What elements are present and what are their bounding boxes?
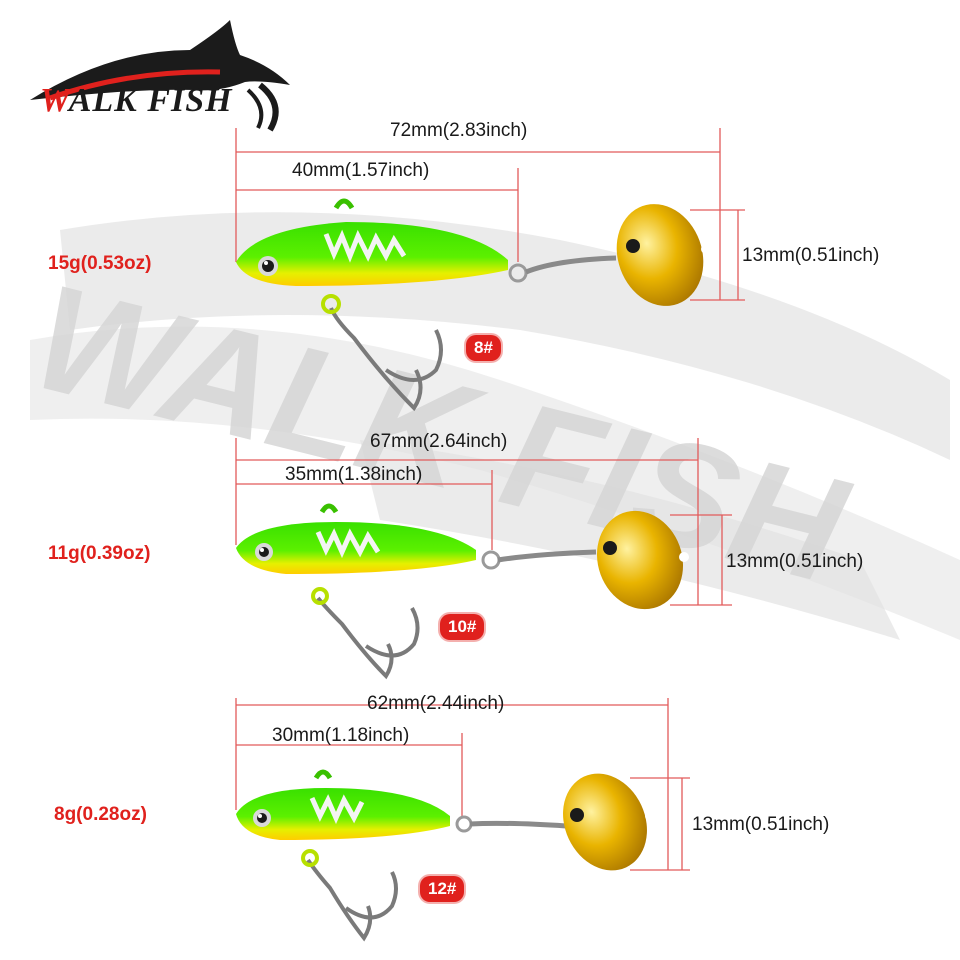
dimension-lines-3 (235, 698, 690, 871)
lure-2-body-length: 35mm(1.38inch) (285, 464, 423, 485)
lure-3-weight: 8g(0.28oz) (54, 804, 147, 825)
lure-2 (236, 503, 597, 680)
lure-3-total-length: 62mm(2.44inch) (367, 693, 505, 714)
lure-1-hook-size-badge: 8# (466, 335, 501, 361)
dimension-lines-2 (235, 438, 732, 606)
lure-1-total-length: 72mm(2.83inch) (390, 120, 528, 141)
lure-2-total-length: 67mm(2.64inch) (370, 431, 508, 452)
spinner-blade-2 (596, 510, 684, 610)
lure-2-blade-height: 13mm(0.51inch) (726, 551, 864, 572)
lure-1 (236, 198, 617, 412)
lure-1-weight: 15g(0.53oz) (48, 253, 152, 274)
lure-3-hook-size-badge: 12# (420, 876, 465, 902)
lure-2-weight: 11g(0.39oz) (48, 543, 151, 564)
shark-logo-icon (30, 20, 290, 132)
lure-2-hook-size-badge: 10# (440, 614, 485, 640)
spinner-blade-3 (563, 773, 647, 871)
brand-first-letter: W (40, 82, 69, 119)
lure-3-body-length: 30mm(1.18inch) (272, 725, 410, 746)
lure-3-blade-height: 13mm(0.51inch) (692, 814, 830, 835)
lure-3 (236, 769, 567, 942)
brand-rest: ALK FISH (68, 82, 233, 119)
dimension-lines-1 (235, 128, 745, 301)
lure-1-body-length: 40mm(1.57inch) (292, 160, 430, 181)
spinner-blade-1 (616, 204, 704, 306)
brand-name: WALK FISH (40, 82, 233, 120)
lure-1-blade-height: 13mm(0.51inch) (742, 245, 880, 266)
